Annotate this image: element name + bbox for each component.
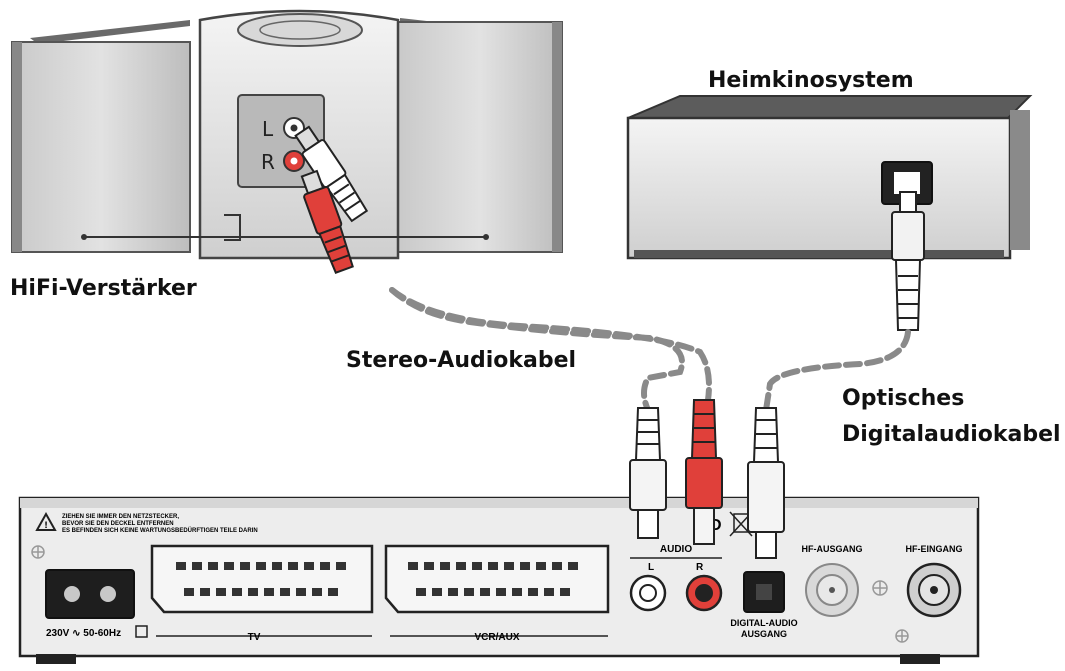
optical-cable-label-line2: Digitalaudiokabel <box>842 422 1061 447</box>
rca-plug-red-receiver <box>685 399 723 545</box>
receiver-back-panel: ! ZIEHEN SIE IMMER DEN NETZSTECKER, BEVO… <box>18 496 980 664</box>
hf-in-label: HF-EINGANG <box>906 544 963 554</box>
rca-plug-white-amp <box>294 125 369 223</box>
hifi-amplifier-label: HiFi-Verstärker <box>10 276 197 301</box>
mark-d-label: D <box>710 517 722 534</box>
home-theater-label: Heimkinosystem <box>708 68 914 93</box>
rca-plug-white-receiver <box>629 407 667 539</box>
svg-text:!: ! <box>44 521 48 531</box>
warning-triangle-icon <box>35 511 57 531</box>
screw-icon <box>872 580 888 596</box>
amp-jack-right-label: R <box>261 150 275 174</box>
digital-audio-label-2: AUSGANG <box>741 629 787 639</box>
stereo-cable-label: Stereo-Audiokabel <box>346 348 577 373</box>
hifi-amplifier: L R <box>11 9 563 274</box>
audio-r-label: R <box>696 562 704 573</box>
optical-plug-theater <box>891 191 925 331</box>
left-speaker <box>11 20 191 253</box>
scart-tv-label: TV <box>248 632 261 643</box>
power-inlet-icon <box>45 569 135 619</box>
scart-tv-icon: TV <box>150 544 374 643</box>
optical-plug-receiver <box>747 407 785 559</box>
power-label: 230V ∿ 50-60Hz <box>46 628 121 639</box>
stereo-audio-cable <box>389 287 712 413</box>
scart-vcr-label: VCR/AUX <box>474 632 519 643</box>
audio-l-label: L <box>648 562 654 573</box>
amp-jack-left-label: L <box>262 117 274 141</box>
optical-cable-label-line1: Optisches <box>842 386 965 411</box>
rca-plug-red-amp <box>300 169 354 274</box>
digital-audio-label-1: DIGITAL-AUDIO <box>730 618 797 628</box>
screw-icon <box>895 629 909 643</box>
warning-line-2: BEVOR SIE DEN DECKEL ENTFERNEN <box>62 521 174 527</box>
home-theater-system <box>626 95 1033 260</box>
hf-out-label: HF-AUSGANG <box>802 544 863 554</box>
scart-vcr-icon: VCR/AUX <box>384 544 610 643</box>
warning-line-1: ZIEHEN SIE IMMER DEN NETZSTECKER, <box>62 514 179 520</box>
screw-icon <box>31 545 45 559</box>
right-speaker <box>397 18 563 253</box>
optical-audio-cable <box>763 329 911 413</box>
warning-line-3: ES BEFINDEN SICH KEINE WARTUNGSBEDÜRFTIG… <box>62 527 258 534</box>
audio-label: AUDIO <box>660 544 692 555</box>
